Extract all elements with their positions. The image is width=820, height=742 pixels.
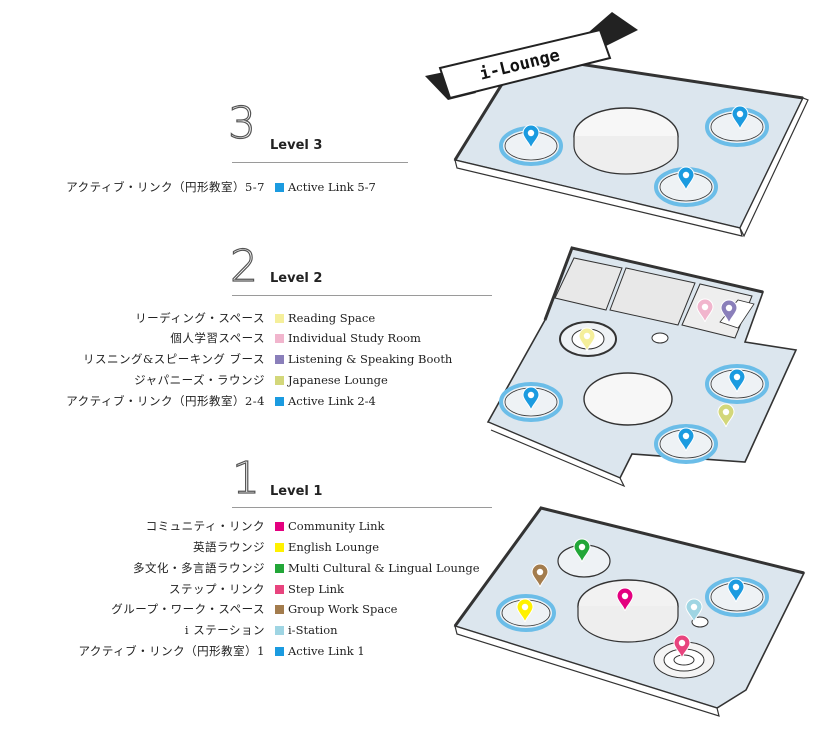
level-2-title: Level 2 xyxy=(270,271,323,286)
legend-item-listening-speaking-booth[interactable]: リスニング&スピーキング ブース Listening & Speaking Bo… xyxy=(83,352,453,366)
swatch-active-link-1 xyxy=(275,647,284,656)
level-2-central-table xyxy=(583,372,673,426)
swatch-active-link-5-7 xyxy=(275,183,284,192)
swatch-reading-space xyxy=(275,314,284,323)
legend-item-multi-cultural-lounge[interactable]: 多文化・多言語ラウンジ Multi Cultural & Lingual Lou… xyxy=(133,561,480,575)
level-1-number: 1 xyxy=(231,453,260,504)
legend-item-group-work-space[interactable]: グループ・ワーク・スペース Group Work Space xyxy=(111,602,398,616)
level-2-divider xyxy=(232,295,492,296)
swatch-active-link-2-4 xyxy=(275,397,284,406)
level-1-floor xyxy=(453,506,806,717)
level-3-floor xyxy=(453,53,809,238)
level-1-step-link[interactable] xyxy=(653,641,715,679)
swatch-japanese-lounge xyxy=(275,376,284,385)
legend-item-individual-study-room[interactable]: 個人学習スペース Individual Study Room xyxy=(170,331,421,345)
swatch-i-station xyxy=(275,626,284,635)
swatch-english-lounge xyxy=(275,543,284,552)
swatch-multi-cultural-lounge xyxy=(275,564,284,573)
legend-item-active-link-2-4[interactable]: アクティブ・リンク（円形教室）2-4 Active Link 2-4 xyxy=(66,394,376,408)
level-3-title: Level 3 xyxy=(270,138,323,153)
legend-item-i-station[interactable]: i ステーション i-Station xyxy=(184,623,338,637)
level-1-divider xyxy=(232,507,492,508)
legend-item-active-link-1[interactable]: アクティブ・リンク（円形教室）1 Active Link 1 xyxy=(78,644,365,658)
level-3-number: 3 xyxy=(227,98,256,149)
level-2-floor xyxy=(486,246,798,488)
legend-item-japanese-lounge[interactable]: ジャパニーズ・ラウンジ Japanese Lounge xyxy=(134,373,388,387)
legend-item-community-link[interactable]: コミュニティ・リンク Community Link xyxy=(145,519,385,533)
level-2-number: 2 xyxy=(229,241,258,292)
swatch-group-work-space xyxy=(275,605,284,614)
level-1-title: Level 1 xyxy=(270,484,323,499)
legend-item-english-lounge[interactable]: 英語ラウンジ English Lounge xyxy=(193,540,380,554)
swatch-step-link xyxy=(275,585,284,594)
swatch-listening-speaking-booth xyxy=(275,355,284,364)
swatch-community-link xyxy=(275,522,284,531)
legend-item-step-link[interactable]: ステップ・リンク Step Link xyxy=(169,582,345,596)
swatch-individual-study-room xyxy=(275,334,284,343)
legend-item-active-link-5-7[interactable]: アクティブ・リンク（円形教室）5-7 Active Link 5-7 xyxy=(66,180,376,194)
level-3-divider xyxy=(232,162,408,163)
legend-item-reading-space[interactable]: リーディング・スペース Reading Space xyxy=(135,311,376,325)
